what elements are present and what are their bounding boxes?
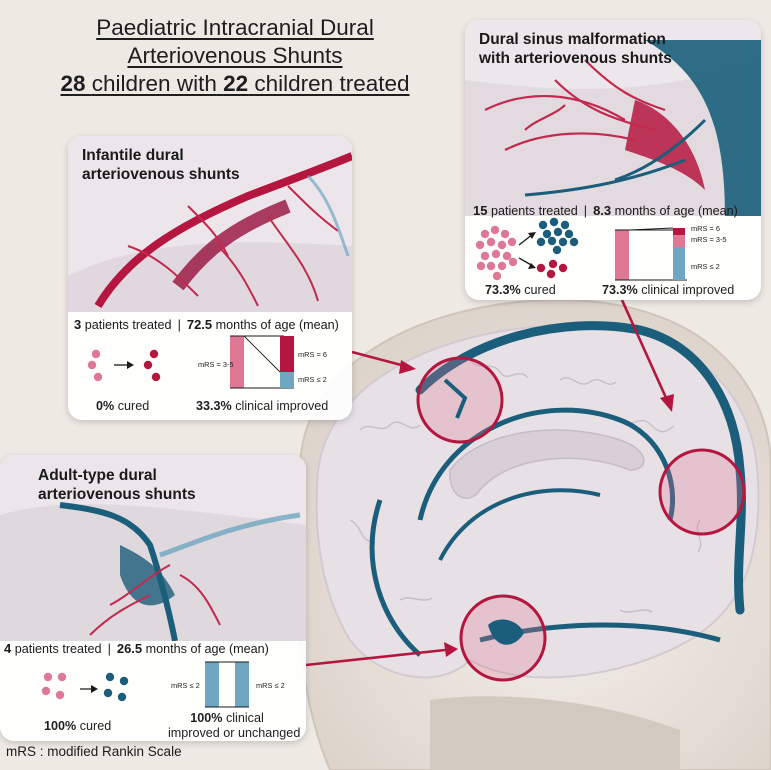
dsm-patients-count: 15 <box>473 203 488 218</box>
dsm-cured-pct: 73.3% <box>485 283 521 297</box>
dsm-label-mrs2: mRS ≤ 2 <box>691 262 720 271</box>
infantile-age-value: 72.5 <box>186 317 213 332</box>
infantile-card-title: Infantile dural arteriovenous shunts <box>82 146 240 184</box>
dsm-improved-label: clinical improved <box>641 283 735 297</box>
children-total-count: 28 <box>60 71 86 96</box>
infantile-improved-result: 33.3% clinical improved <box>196 399 328 414</box>
infantile-age-label: months of age (mean) <box>215 318 339 332</box>
dsm-improved-result: 73.3% clinical improved <box>602 283 734 298</box>
adult-improved-label-1: clinical <box>225 711 264 725</box>
title-line-3-end: children treated <box>254 71 410 96</box>
adult-label-before: mRS ≤ 2 <box>171 681 200 690</box>
adult-card: Adult-type dural arteriovenous shunts 4 … <box>0 455 306 741</box>
infantile-cured-result: 0% cured <box>96 399 149 414</box>
adult-label-after: mRS ≤ 2 <box>256 681 285 690</box>
infantile-label-mrs6: mRS = 6 <box>298 350 327 359</box>
infantile-stats: 3 patients treated|72.5 months of age (m… <box>74 317 339 332</box>
dsm-illustration <box>465 20 761 216</box>
dsm-stats: 15 patients treated|8.3 months of age (m… <box>473 203 738 218</box>
mrs-footnote: mRS : modified Rankin Scale <box>6 744 182 759</box>
infantile-improved-label: clinical improved <box>235 399 329 413</box>
adult-patients-count: 4 <box>4 641 12 656</box>
infantile-label-mrs2: mRS ≤ 2 <box>298 375 327 384</box>
adult-cured-result: 100% cured <box>44 719 111 734</box>
dsm-improved-pct: 73.3% <box>602 283 638 297</box>
dsm-label-mrs35: mRS = 3-5 <box>691 235 727 244</box>
dsm-card: Dural sinus malformation with arterioven… <box>465 20 761 300</box>
infantile-improved-pct: 33.3% <box>196 399 232 413</box>
dsm-patients-label: patients treated <box>490 204 578 218</box>
infantile-patients-label: patients treated <box>84 318 172 332</box>
dsm-age-label: months of age (mean) <box>614 204 738 218</box>
dsm-label-mrs6: mRS = 6 <box>691 224 720 233</box>
title-line-2: Arteriovenous Shunts <box>127 43 343 68</box>
adult-age-label: months of age (mean) <box>145 642 269 656</box>
dsm-card-title: Dural sinus malformation with arterioven… <box>479 30 672 68</box>
infantile-cured-pct: 0% <box>96 399 115 413</box>
title-line-1: Paediatric Intracranial Dural <box>96 15 374 40</box>
children-treated-count: 22 <box>223 71 249 96</box>
infantile-title-line-2: arteriovenous shunts <box>82 166 240 183</box>
infantile-patients-count: 3 <box>74 317 82 332</box>
title-line-3-mid: children with <box>91 71 217 96</box>
adult-cured-label: cured <box>79 719 112 733</box>
adult-title-line-2: arteriovenous shunts <box>38 486 196 503</box>
adult-illustration <box>0 455 306 641</box>
infographic-title: Paediatric Intracranial Dural Arterioven… <box>20 14 450 98</box>
dsm-title-line-1: Dural sinus malformation <box>479 31 666 48</box>
infantile-title-line-1: Infantile dural <box>82 147 184 164</box>
adult-age-value: 26.5 <box>116 641 143 656</box>
dsm-age-value: 8.3 <box>593 203 612 218</box>
infantile-cured-label: cured <box>117 399 150 413</box>
dsm-title-line-2: with arteriovenous shunts <box>479 50 672 67</box>
infantile-label-before: mRS = 3-5 <box>198 360 234 369</box>
adult-improved-label-2: improved or unchanged <box>168 726 301 740</box>
adult-cured-pct: 100% <box>44 719 77 733</box>
adult-improved-result: 100% clinical improved or unchanged <box>168 711 301 741</box>
dsm-cured-label: cured <box>524 283 556 297</box>
adult-improved-pct: 100% <box>190 711 223 725</box>
adult-title-line-1: Adult-type dural <box>38 467 157 484</box>
adult-stats: 4 patients treated|26.5 months of age (m… <box>4 641 269 656</box>
infantile-card: Infantile dural arteriovenous shunts 3 p… <box>68 136 352 420</box>
dsm-cured-result: 73.3% cured <box>485 283 556 298</box>
adult-card-title: Adult-type dural arteriovenous shunts <box>38 466 196 504</box>
adult-patients-label: patients treated <box>14 642 102 656</box>
infantile-illustration <box>68 136 352 312</box>
title-line-3: 28 children with 22 children treated <box>20 70 450 98</box>
